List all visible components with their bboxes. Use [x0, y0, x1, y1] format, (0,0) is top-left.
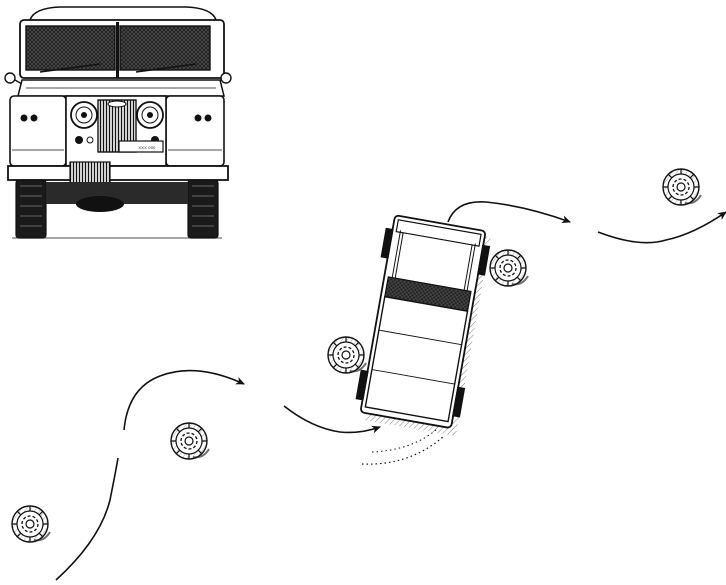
- headlight-left: [71, 102, 97, 128]
- mirror-left: [5, 73, 15, 83]
- vehicle-top-view: [352, 214, 492, 464]
- headlight-right: [137, 102, 163, 128]
- traffic-cone-topview-icon: [490, 250, 528, 286]
- traffic-cone-topview-icon: [171, 423, 209, 459]
- vehicle-front-view: [5, 7, 231, 238]
- traffic-cone-topview-icon: [12, 506, 50, 542]
- mirror-right: [221, 73, 231, 83]
- curved-arrow-icon: [598, 212, 726, 243]
- curved-arrow-icon: [56, 458, 118, 580]
- front-bumper: [8, 166, 228, 180]
- curved-arrow-icon: [448, 202, 570, 222]
- traffic-cone-topview-icon: [663, 169, 701, 205]
- windscreen-left: [26, 26, 115, 70]
- windscreen-right: [120, 26, 210, 70]
- traffic-cone-topview-icon: [328, 337, 366, 373]
- wing-left: [10, 96, 66, 166]
- wheel-right: [188, 180, 218, 238]
- number-plate-text: XXX 000: [121, 145, 173, 150]
- wing-right: [166, 96, 224, 166]
- wheel-left: [16, 180, 46, 238]
- curved-arrow-icon: [124, 371, 244, 430]
